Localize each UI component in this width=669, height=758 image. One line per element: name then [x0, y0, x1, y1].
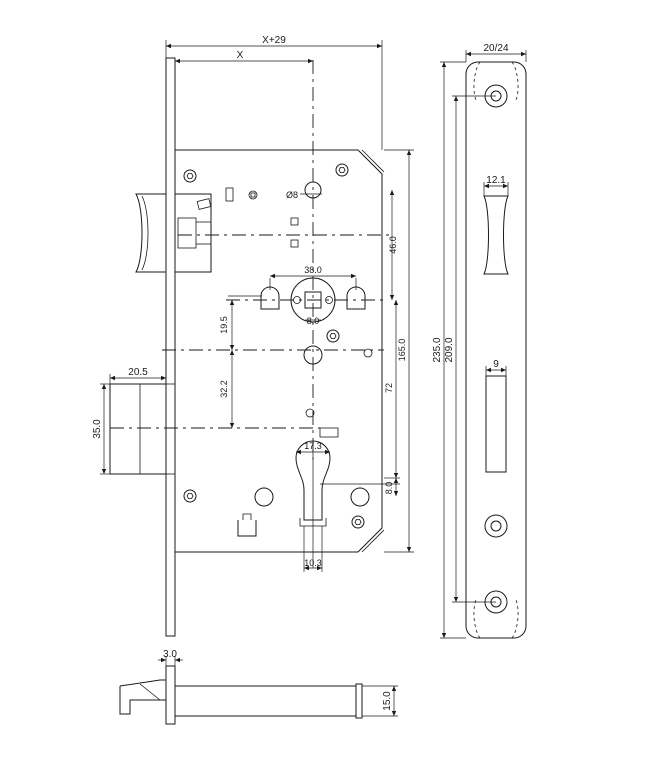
dimension-10-3: 10.3	[303, 526, 323, 572]
label-9: 9	[493, 359, 499, 370]
latch-bolt	[135, 193, 212, 273]
dimension-x-plus-29: X+29	[165, 35, 383, 150]
forend-strip	[165, 57, 176, 637]
dimension-20-24: 20/24	[465, 43, 527, 62]
label-x-plus-29: X+29	[262, 35, 286, 46]
lock-top-view	[119, 665, 363, 725]
label-8-cylinder: 8.0	[384, 482, 394, 495]
dimension-20-5: 20.5	[109, 367, 167, 384]
dimension-8-follower: 8.0	[305, 316, 321, 326]
screw-hex-top-right	[335, 163, 349, 177]
screw-hex-bottom-left	[183, 489, 197, 503]
cylinder-cutout	[295, 440, 331, 568]
label-3: 3.0	[163, 649, 177, 660]
dimension-dia8: Ø8	[286, 190, 322, 200]
label-20-5: 20.5	[128, 367, 148, 378]
deadbolt-slot	[485, 375, 507, 473]
forend-top	[165, 665, 176, 725]
dimension-8-cylinder: 8.0	[320, 478, 400, 496]
dimension-235: 235.0	[432, 61, 466, 639]
dimension-12-1: 12.1	[483, 175, 509, 196]
label-46: 46.0	[388, 236, 398, 254]
lock-body-front-view	[109, 57, 392, 637]
dimension-35: 35.0	[92, 383, 110, 475]
dead-bolt	[109, 383, 175, 475]
label-209: 209.0	[444, 337, 455, 362]
faceplate-screw-mid	[484, 514, 508, 538]
dimension-72: 72	[384, 300, 400, 479]
label-12-1: 12.1	[486, 175, 506, 186]
label-38: 38.0	[304, 265, 322, 275]
faceplate-outline	[465, 61, 527, 639]
screw-hex-top-left	[183, 169, 197, 183]
dimension-165: 165.0	[384, 149, 414, 553]
dimension-46: 46.0	[388, 190, 398, 300]
screw-hex-mid	[326, 329, 340, 343]
label-20-24: 20/24	[483, 43, 508, 54]
label-72: 72	[384, 383, 394, 393]
dimension-38: 38.0	[269, 265, 357, 290]
label-x: X	[237, 50, 244, 61]
label-dia8: Ø8	[286, 190, 298, 200]
screw-hex-bottom-right	[351, 515, 365, 529]
faceplate-side-view	[465, 61, 527, 639]
label-17-3: 17.3	[304, 441, 322, 451]
label-8-follower: 8.0	[307, 316, 320, 326]
dimension-19-5: 19.5	[219, 295, 262, 350]
detail-slot	[225, 187, 234, 202]
label-10-3: 10.3	[304, 558, 322, 568]
dimension-32-2: 32.2	[219, 350, 235, 428]
dimension-3: 3.0	[158, 649, 183, 666]
label-35: 35.0	[92, 419, 103, 439]
label-235: 235.0	[432, 337, 443, 362]
dimension-15: 15.0	[362, 685, 398, 717]
lock-case-outline	[175, 149, 383, 553]
dimension-x: X	[175, 50, 313, 64]
label-165: 165.0	[397, 339, 407, 362]
label-15: 15.0	[382, 691, 393, 711]
dimension-209: 209.0	[444, 95, 496, 603]
dimension-17-3: 17.3	[296, 441, 330, 455]
label-32-2: 32.2	[219, 380, 229, 398]
dimension-9: 9	[485, 359, 507, 376]
case-top	[174, 685, 362, 717]
label-19-5: 19.5	[219, 316, 229, 334]
latch-opening	[483, 195, 509, 275]
